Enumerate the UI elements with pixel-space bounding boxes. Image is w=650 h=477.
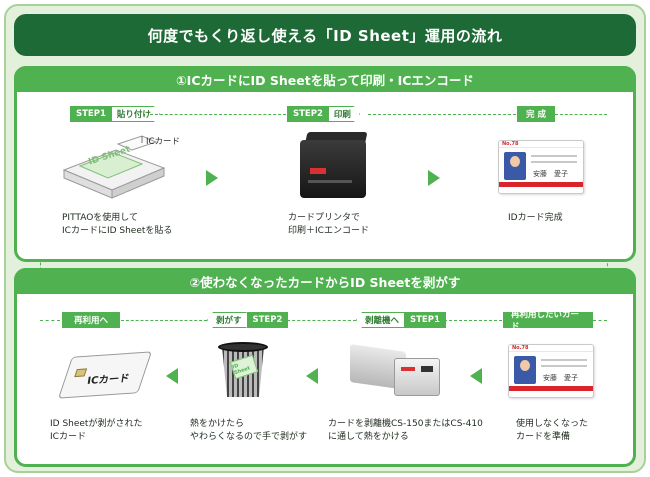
reuse-id-card: No.78 安藤 愛子 [508,344,594,398]
step2-peel-tag: 剥がす STEP2 [207,312,289,328]
dashed-line-3 [555,114,607,115]
peeling-machine-illustration [350,340,446,402]
step1-machine-tag: 剥離機へ STEP1 [356,312,446,328]
ic-card-label: ICカード [146,137,180,147]
caption-prepare-card: 使用しなくなった カードを準備 [516,419,589,442]
caption-heat-machine: カードを剥離機CS-150またはCS-410 に通して熱をかける [328,419,483,442]
main-title: 何度でもくり返し使える「ID Sheet」運用の流れ [14,14,636,56]
caption-peel-by-hand: 熱をかけたら やわらくなるので手で剥がす [190,419,308,442]
arrow-left-2 [306,368,318,384]
dashed-line-4 [40,320,60,321]
section1-heading: ①ICカードにID Sheetを貼って印刷・ICエンコード [14,66,636,92]
step1-machine-num: STEP1 [404,312,446,328]
card-name: 安藤 愛子 [543,374,578,382]
card-stripe [499,182,583,187]
dashed-line-8 [593,320,607,321]
step2-peel-label: 剥がす [207,312,247,328]
completed-id-card: No.78 安藤 愛子 [498,140,584,194]
bin-rim [218,342,268,352]
card-lines [531,155,577,167]
caption-print: カードプリンタで 印刷＋ICエンコード [288,213,369,236]
complete-badge: 完 成 [517,106,555,122]
card-photo [504,152,526,180]
reuse-badge: 再利用へ [62,312,120,328]
arrow-right-1 [206,170,218,186]
step1-machine-label: 剥離機へ [356,312,405,328]
caption-complete: IDカード完成 [508,213,563,223]
arrow-left-1 [166,368,178,384]
dashed-line-6 [282,320,356,321]
step2-label: 印刷 [329,106,360,122]
machine-button [421,366,433,372]
printer-display [310,168,326,174]
card-printer-illustration [300,132,370,202]
step2-num: STEP2 [287,106,329,122]
card-number: No.78 [512,345,529,351]
step1-attach-tag: STEP1 貼り付け [70,106,160,122]
card-stripe [509,386,593,391]
machine-label [401,367,415,371]
dashed-line-7 [434,320,502,321]
dashed-line-2 [368,114,516,115]
arrow-right-2 [428,170,440,186]
section2-heading: ②使わなくなったカードからID Sheetを剥がす [14,268,636,294]
arrow-left-3 [470,368,482,384]
card-topbar [509,345,593,352]
caption-attach: PITTAOを使用して ICカードにID Sheetを貼る [62,213,173,236]
card-name: 安藤 愛子 [533,170,568,178]
caption-peeled-card: ID Sheetが剥がされた ICカード [50,419,143,442]
reuse-card-badge: 再利用したいカード [503,310,593,332]
trash-bin-illustration: ID Sheet [218,342,270,400]
ic-chip-icon [74,368,88,378]
card-photo [514,356,536,384]
printer-slot [308,180,352,183]
dashed-line-1 [150,114,286,115]
dashed-line-5 [121,320,207,321]
ic-card-text: ICカード [86,373,131,387]
card-lines [541,359,587,371]
step1-num: STEP1 [70,106,112,122]
step2-print-tag: STEP2 印刷 [287,106,360,122]
machine-cs410 [394,358,440,396]
card-topbar [499,141,583,148]
pittao-holder-illustration [62,135,166,199]
card-number: No.78 [502,141,519,147]
step2-peel-num: STEP2 [246,312,289,328]
